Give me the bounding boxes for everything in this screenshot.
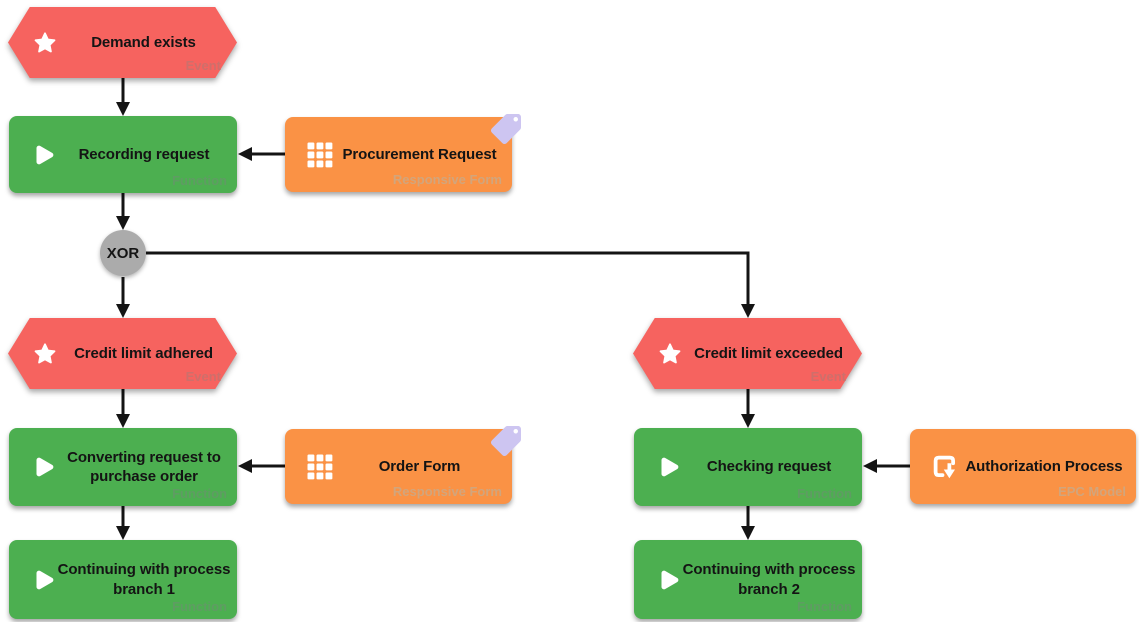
node-type-label: Responsive Form: [392, 172, 502, 187]
node-type-label: Event: [185, 58, 221, 73]
node-label: Order Form: [378, 457, 461, 475]
node-label: Procurement Request: [342, 145, 497, 163]
artifact-procurement-request[interactable]: Procurement Request Responsive Form: [285, 114, 521, 192]
node-label: Checking request: [706, 458, 832, 476]
node-label: Converting request to purchase order: [67, 448, 221, 486]
play-icon: [29, 565, 59, 595]
node-label: Credit limit exceeded: [694, 344, 843, 362]
node-label: Demand exists: [91, 33, 196, 51]
event-credit-limit-adhered[interactable]: Credit limit adhered Event: [8, 318, 237, 389]
node-type-label: Function: [172, 486, 227, 501]
node-label: Continuing with process branch 1: [57, 561, 231, 598]
node-label: Recording request: [78, 145, 210, 163]
event-demand-exists[interactable]: Demand exists Event: [8, 7, 237, 78]
node-type-label: Function: [172, 173, 227, 188]
node-type-label: Function: [172, 599, 227, 614]
star-icon: [32, 341, 58, 367]
function-recording-request[interactable]: Recording request Function: [9, 116, 237, 193]
node-type-label: Function: [797, 599, 852, 614]
grid-icon: [305, 140, 335, 170]
artifact-order-form[interactable]: Order Form Responsive Form: [285, 426, 521, 504]
node-label: Continuing with process branch 2: [682, 561, 856, 598]
function-converting-request[interactable]: Converting request to purchase order Fun…: [9, 428, 237, 506]
play-icon: [29, 452, 59, 482]
star-icon: [32, 30, 58, 56]
node-label: Authorization Process: [965, 457, 1123, 475]
artifact-authorization-process[interactable]: Authorization Process EPC Model: [910, 429, 1136, 504]
node-type-label: Event: [185, 369, 221, 384]
function-continuing-branch-2[interactable]: Continuing with process branch 2 Functio…: [634, 540, 862, 619]
function-continuing-branch-1[interactable]: Continuing with process branch 1 Functio…: [9, 540, 237, 619]
tag-icon: [488, 423, 524, 459]
star-icon: [657, 341, 683, 367]
event-credit-limit-exceeded[interactable]: Credit limit exceeded Event: [633, 318, 862, 389]
connector-label: XOR: [106, 244, 140, 262]
node-label: Credit limit adhered: [74, 344, 213, 362]
play-icon: [29, 140, 59, 170]
node-type-label: EPC Model: [1058, 484, 1126, 499]
play-icon: [654, 565, 684, 595]
node-type-label: Responsive Form: [392, 484, 502, 499]
play-icon: [654, 452, 684, 482]
function-checking-request[interactable]: Checking request Function: [634, 428, 862, 506]
node-type-label: Function: [797, 486, 852, 501]
arrow-xor-to-exceeded: [146, 251, 755, 318]
tag-icon: [488, 111, 524, 147]
node-type-label: Event: [810, 369, 846, 384]
grid-icon: [305, 452, 335, 482]
epc-model-icon: [930, 452, 960, 482]
connector-xor[interactable]: XOR: [100, 230, 146, 276]
